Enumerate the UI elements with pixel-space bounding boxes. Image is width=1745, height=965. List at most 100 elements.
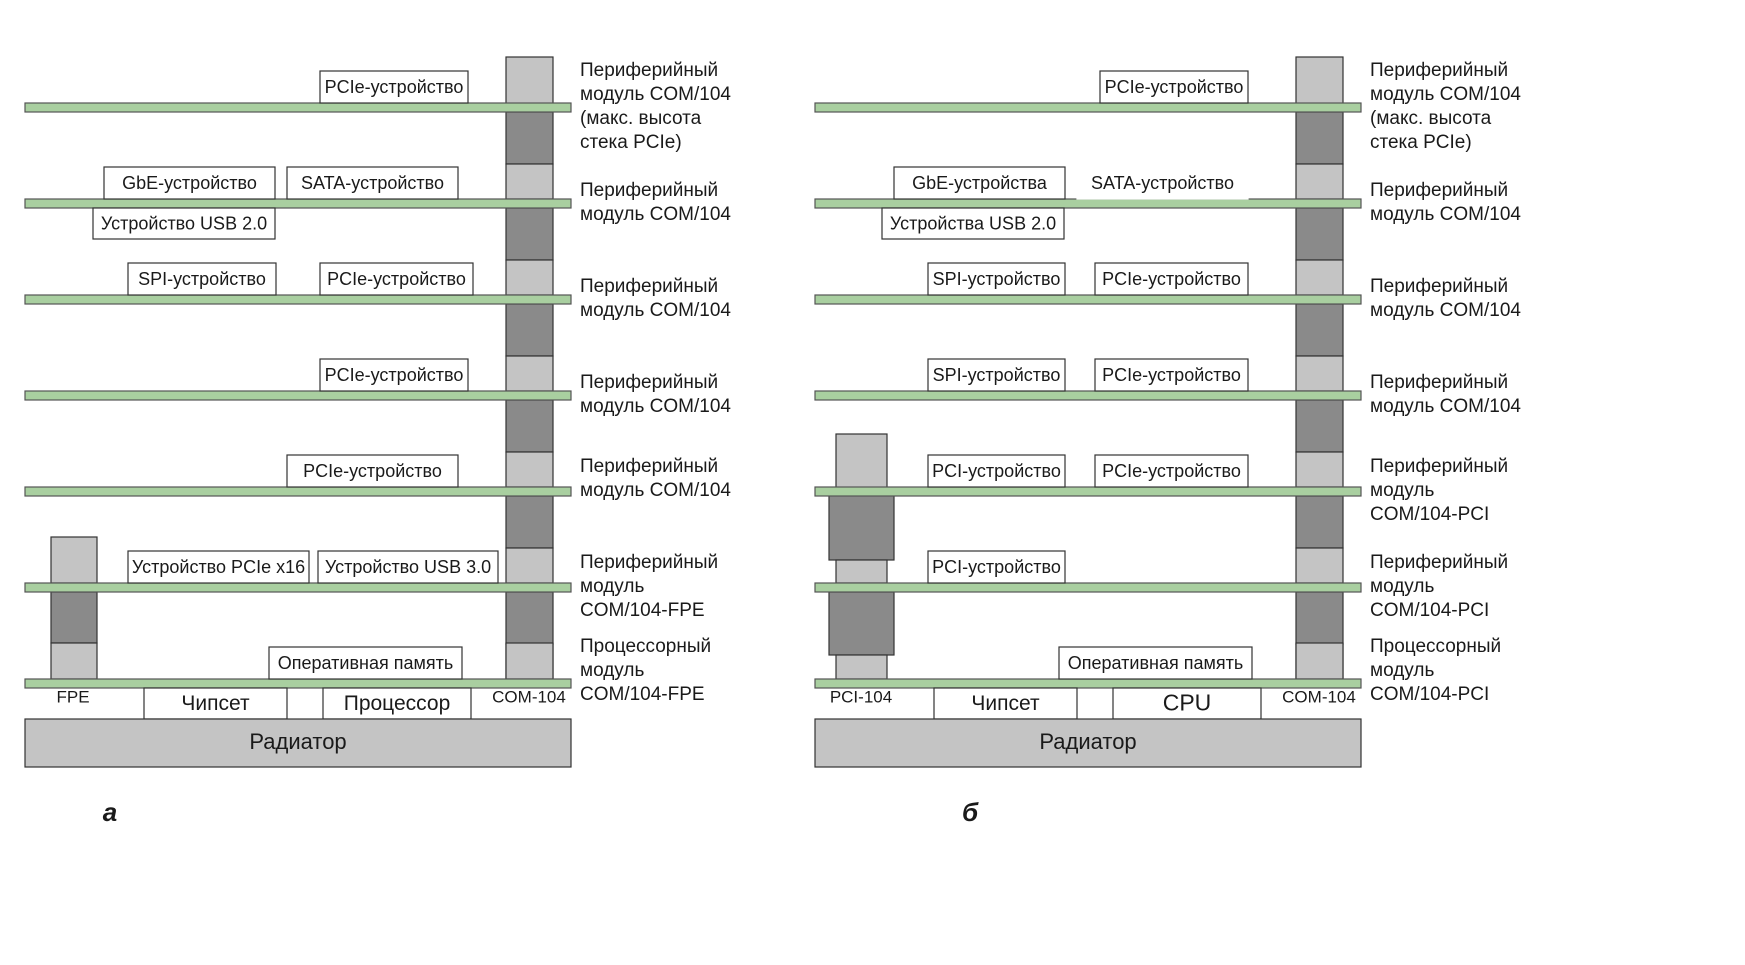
module-board [24,198,572,209]
module-label-line: COM/104-PCI [1370,600,1489,621]
chipset-label: Чипсет [971,692,1040,715]
module-board [24,390,572,401]
heatsink-label: Радиатор [249,729,346,754]
heatsink-label: Радиатор [1039,729,1136,754]
chipset-box [933,687,1078,720]
module-board [814,486,1362,497]
module-label-line: Периферийный [1370,180,1508,201]
module-label-line: COM/104-PCI [1370,504,1489,525]
pci104-connector-socket [828,493,895,561]
com104-connector-socket [1295,207,1344,261]
module-label-line: модуль COM/104 [1370,84,1521,105]
device-box [127,550,310,584]
com104-connector-pins [1295,451,1344,488]
device-label: PCI-устройство [932,461,1061,481]
module-board [24,678,572,689]
device-below-label: Устройства USB 2.0 [890,213,1056,233]
module-board [814,678,1362,689]
device-box [319,70,469,104]
module-label-line: модуль COM/104 [1370,204,1521,225]
module-label-line: стека PCIe) [1370,132,1472,153]
com104-connector-pins [505,451,554,488]
cpu-label: Процессор [344,692,451,715]
module-label-line: модуль COM/104 [1370,300,1521,321]
device-label: GbE-устройство [122,173,257,193]
device-box [286,166,459,200]
device-label: PCIe-устройство [325,365,464,385]
module-label-line: COM/104-PCI [1370,684,1489,705]
device-box [927,358,1066,392]
module-board [24,102,572,113]
panel-caption: а [103,797,117,827]
module-label-line: модуль [580,660,644,681]
device-box [268,646,463,680]
module-board [814,390,1362,401]
device-label: PCIe-устройство [1102,269,1241,289]
device-label: SPI-устройство [933,269,1061,289]
com104-connector-socket [505,495,554,549]
module-label-line: Процессорный [580,636,711,657]
device-label: SATA-устройство [301,173,444,193]
com104-connector-socket [505,207,554,261]
device-box [127,262,277,296]
device-box [1058,646,1253,680]
com104-connector-socket [505,111,554,165]
panel-caption: б [962,797,979,827]
com104-connector-socket [505,591,554,645]
com104-connector-top [1295,56,1344,105]
device-label: PCIe-устройство [303,461,442,481]
heatsink [814,718,1362,768]
device-label: SPI-устройство [138,269,266,289]
device-label: Устройство PCIe x16 [132,557,305,577]
module-label-line: COM/104-FPE [580,684,705,705]
module-board [24,486,572,497]
module-label-line: модуль COM/104 [580,480,731,501]
device-label: Оперативная память [278,653,453,673]
module-label-line: модуль COM/104 [1370,396,1521,417]
module-label-line: Периферийный [580,60,718,81]
com104-connector-socket [1295,495,1344,549]
module-label-line: модуль [1370,660,1434,681]
device-box [893,166,1066,200]
com104-connector-pins [1295,259,1344,296]
module-label-line: (макс. высота [580,108,702,129]
com104-connector-pins [505,163,554,200]
module-label-line: Периферийный [580,456,718,477]
device-below-box [881,207,1065,240]
fpe-connector-top [50,536,98,584]
device-box [286,454,459,488]
module-label-line: Периферийный [580,180,718,201]
module-label-line: Периферийный [1370,456,1508,477]
fpe-connector-socket [50,591,98,644]
device-box [317,550,499,584]
device-box [1076,166,1249,200]
module-label-line: Процессорный [1370,636,1501,657]
module-label-line: модуль [580,576,644,597]
com104-connector-pins [505,547,554,584]
left-connector-label: FPE [56,687,89,706]
right-connector-label: COM-104 [1282,687,1356,706]
right-connector-label: COM-104 [492,687,566,706]
com104-connector-pins [1295,163,1344,200]
module-label-line: модуль COM/104 [580,396,731,417]
com104-connector-socket [505,399,554,453]
module-board [814,198,1362,209]
module-board [24,582,572,593]
com104-connector-bottom [505,642,554,680]
device-box [319,262,474,296]
cpu-box [322,687,472,720]
device-label: PCIe-устройство [327,269,466,289]
module-label-line: Периферийный [580,276,718,297]
com104-connector-socket [1295,399,1344,453]
com104-connector-socket [505,303,554,357]
module-label-line: Периферийный [1370,552,1508,573]
com104-connector-pins [1295,355,1344,392]
module-label-line: Периферийный [1370,60,1508,81]
module-label-line: стека PCIe) [580,132,682,153]
module-label-line: модуль [1370,480,1434,501]
module-label-line: модуль COM/104 [580,300,731,321]
com104-connector-socket [1295,591,1344,645]
